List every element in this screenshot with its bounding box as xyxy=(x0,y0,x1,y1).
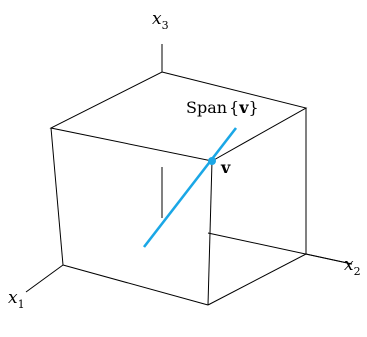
span-line xyxy=(142,127,238,248)
axis-label-x3: x3 xyxy=(152,9,169,32)
cube-edge-front-left xyxy=(50,127,64,266)
cube-edge-front-right xyxy=(207,160,213,306)
vector-point xyxy=(208,157,216,165)
cube-top-face xyxy=(49,71,308,162)
cube-edge-bottom-right xyxy=(207,253,307,306)
span-label: Span{v} xyxy=(186,98,259,117)
axes xyxy=(25,44,353,293)
axis-x1 xyxy=(25,264,64,293)
vector-label: v xyxy=(220,158,231,177)
axis-label-x2: x2 xyxy=(344,255,361,278)
cube-edges xyxy=(49,71,308,306)
cube-edge-bottom-front xyxy=(62,264,209,306)
axis-label-x1: x1 xyxy=(8,288,25,311)
cube-hidden-edges xyxy=(161,167,353,265)
axis-x2 xyxy=(305,253,353,265)
